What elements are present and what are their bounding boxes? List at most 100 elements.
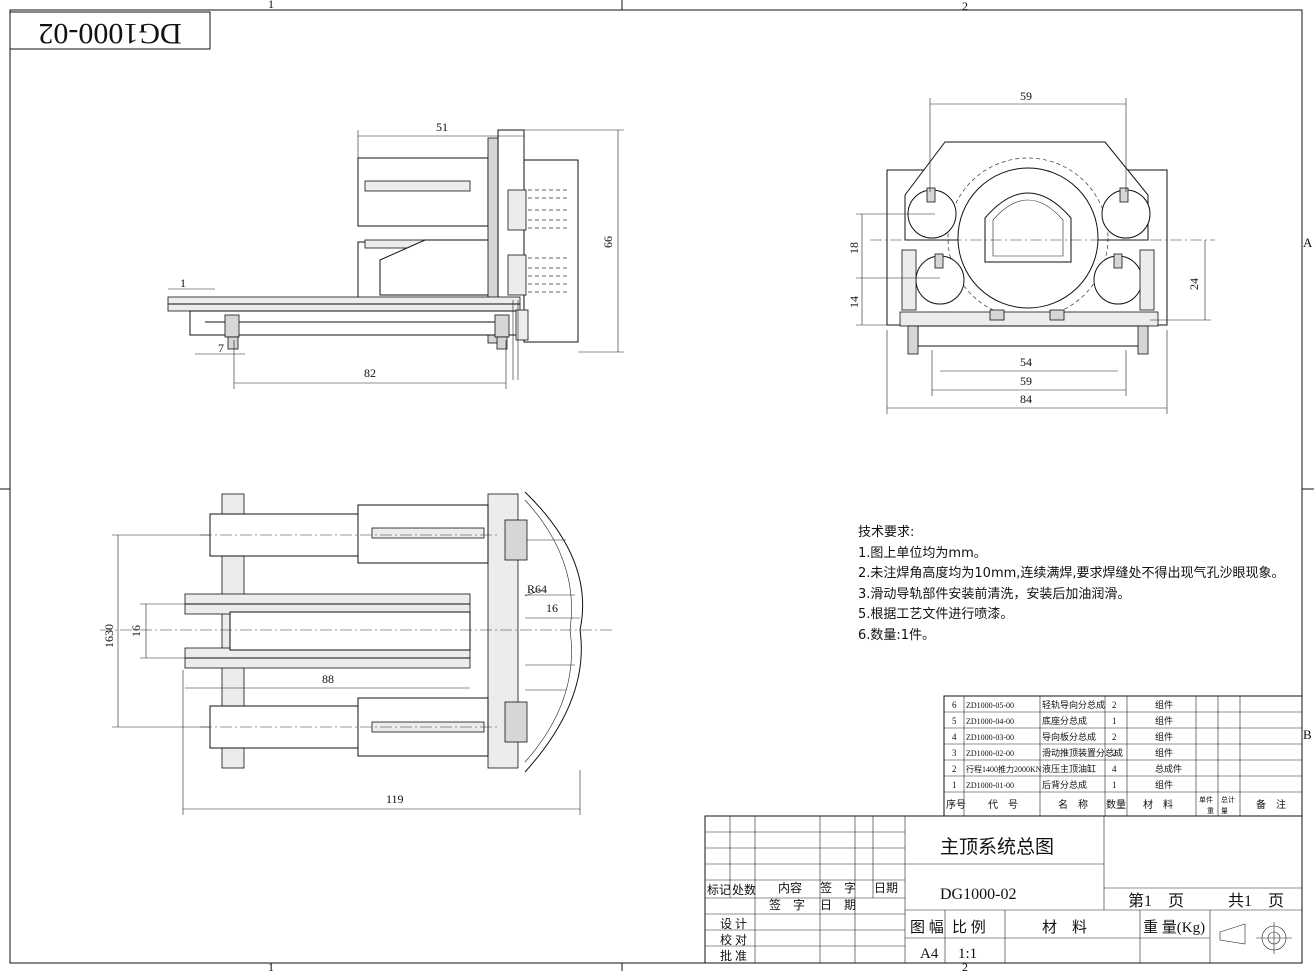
svg-text:材 料: 材 料 xyxy=(1143,798,1173,811)
drawing-code-rotated: DG1000-02 xyxy=(38,17,181,50)
svg-text:59: 59 xyxy=(1020,374,1032,388)
svg-text:1630: 1630 xyxy=(102,624,116,648)
svg-text:16: 16 xyxy=(129,625,143,637)
svg-text:1:1: 1:1 xyxy=(958,946,977,962)
bom-cell-material: 组件 xyxy=(1155,715,1173,726)
svg-text:设 计: 设 计 xyxy=(720,917,747,931)
bom-cell-name: 液压主顶油缸 xyxy=(1042,763,1096,774)
bom-cell-qty: 1 xyxy=(1112,716,1117,726)
svg-text:名 称: 名 称 xyxy=(1058,798,1088,811)
svg-text:日期: 日期 xyxy=(874,881,898,895)
technical-notes: 技术要求: 1.图上单位均为mm。 2.未注焊角高度均为10mm,连续满焊,要求… xyxy=(858,523,1285,646)
border-mark-top-2: 2 xyxy=(962,0,968,13)
svg-text:119: 119 xyxy=(386,792,404,806)
border-mark-right-a: A xyxy=(1303,235,1313,250)
bom-cell-code: ZD1000-02-00 xyxy=(966,749,1014,758)
svg-text:82: 82 xyxy=(364,366,376,380)
bom-cell-no: 4 xyxy=(952,732,957,742)
bom-cell-qty: 2 xyxy=(1112,732,1117,742)
border-mark-top-1: 1 xyxy=(268,0,274,11)
bom-cell-material: 组件 xyxy=(1155,779,1173,790)
projection-symbol-icon xyxy=(1219,922,1292,954)
bom-cell-code: ZD1000-04-00 xyxy=(966,717,1014,726)
svg-text:比 例: 比 例 xyxy=(952,919,986,936)
bom-cell-no: 3 xyxy=(952,748,957,758)
svg-text:54: 54 xyxy=(1020,355,1032,369)
svg-text:批 准: 批 准 xyxy=(720,948,747,963)
title-sheet: 第1 页 xyxy=(1128,892,1184,910)
note-item: 3.滑动导轨部件安装前清洗，安装后加油润滑。 xyxy=(858,586,1131,602)
svg-text:16: 16 xyxy=(546,601,558,615)
svg-text:处数: 处数 xyxy=(732,882,756,897)
bom-cell-no: 2 xyxy=(952,764,957,774)
bom-cell-name: 后背分总成 xyxy=(1042,779,1087,790)
bom-cell-name: 导向板分总成 xyxy=(1042,731,1096,742)
bom-cell-name: 底座分总成 xyxy=(1042,715,1087,726)
svg-text:1: 1 xyxy=(180,276,186,290)
notes-heading: 技术要求: xyxy=(858,525,915,540)
title-block: 主顶系统总图 DG1000-02 第1 页 共1 页 标记 处数 内容 签 字 … xyxy=(704,815,1303,964)
svg-text:51: 51 xyxy=(436,120,448,134)
svg-text:7: 7 xyxy=(218,341,224,355)
svg-text:代 号: 代 号 xyxy=(988,799,1018,811)
bom-cell-code: ZD1000-01-00 xyxy=(966,781,1014,790)
title-drawing-no: DG1000-02 xyxy=(940,886,1016,903)
drawing-code-box xyxy=(9,11,211,50)
svg-text:24: 24 xyxy=(1187,278,1201,290)
svg-text:84: 84 xyxy=(1020,392,1032,406)
svg-text:签 字: 签 字 xyxy=(820,880,856,895)
bom-cell-material: 组件 xyxy=(1155,699,1173,710)
svg-text:66: 66 xyxy=(601,236,615,248)
bom-cell-material: 组件 xyxy=(1155,731,1173,742)
bom-cell-qty: 1 xyxy=(1112,780,1117,790)
title-main: 主顶系统总图 xyxy=(940,836,1054,858)
svg-text:签 字: 签 字 xyxy=(769,897,805,912)
svg-text:R64: R64 xyxy=(527,582,547,596)
bom-cell-no: 1 xyxy=(952,780,957,790)
svg-text:日 期: 日 期 xyxy=(820,898,856,912)
svg-text:A4: A4 xyxy=(920,946,939,962)
svg-text:88: 88 xyxy=(322,672,334,686)
svg-text:59: 59 xyxy=(1020,89,1032,103)
svg-text:数量: 数量 xyxy=(1106,798,1126,811)
bom-cell-material: 组件 xyxy=(1155,747,1173,758)
front-view xyxy=(886,141,1168,355)
bom-cell-material: 总成件 xyxy=(1155,763,1182,774)
note-item: 2.未注焊角高度均为10mm,连续满焊,要求焊缝处不得出现气孔沙眼现象。 xyxy=(858,566,1285,581)
svg-text:重 量: 重 量 xyxy=(1207,807,1228,815)
bom-cell-qty: 2 xyxy=(1112,700,1117,710)
svg-text:14: 14 xyxy=(847,296,861,308)
plan-view-dimensions: 1630 16 R64 16 88 119 xyxy=(102,534,581,815)
bom-cell-code: ZD1000-05-00 xyxy=(966,701,1014,710)
svg-text:内容: 内容 xyxy=(778,880,802,895)
bom-cell-qty: 2 xyxy=(1112,748,1117,758)
title-total: 共1 页 xyxy=(1228,892,1284,910)
svg-text:序号: 序号 xyxy=(946,798,966,811)
svg-text:标记: 标记 xyxy=(707,883,731,897)
border-mark-right-b: B xyxy=(1303,727,1312,742)
drawing-border xyxy=(9,9,1303,964)
side-view-dimensions: 51 66 1 7 82 xyxy=(168,120,624,389)
bom-cell-no: 5 xyxy=(952,716,957,726)
side-view xyxy=(167,129,579,350)
border-mark-bottom-1: 1 xyxy=(268,960,274,971)
note-item: 6.数量:1件。 xyxy=(858,627,936,643)
bom-cell-code: 行程1400推力2000KN xyxy=(966,764,1042,774)
svg-text:重 量(Kg): 重 量(Kg) xyxy=(1143,919,1205,936)
svg-text:总计: 总计 xyxy=(1221,795,1235,804)
plan-view xyxy=(100,491,612,773)
svg-text:材 料: 材 料 xyxy=(1042,919,1087,936)
svg-text:单件: 单件 xyxy=(1199,795,1213,804)
bom-cell-name: 滑动推顶装置分总成 xyxy=(1042,747,1123,758)
note-item: 5.根据工艺文件进行喷漆。 xyxy=(858,607,1014,622)
svg-text:18: 18 xyxy=(847,242,861,254)
note-item: 1.图上单位均为mm。 xyxy=(858,545,987,561)
svg-text:备 注: 备 注 xyxy=(1256,798,1286,811)
bom-cell-name: 轻轨导向分总成 xyxy=(1042,699,1105,710)
bom-cell-qty: 4 xyxy=(1112,764,1117,774)
front-view-dimensions: 59 18 14 24 54 59 84 xyxy=(847,89,1215,414)
bom-cell-code: ZD1000-03-00 xyxy=(966,733,1014,742)
svg-text:校 对: 校 对 xyxy=(720,932,747,947)
